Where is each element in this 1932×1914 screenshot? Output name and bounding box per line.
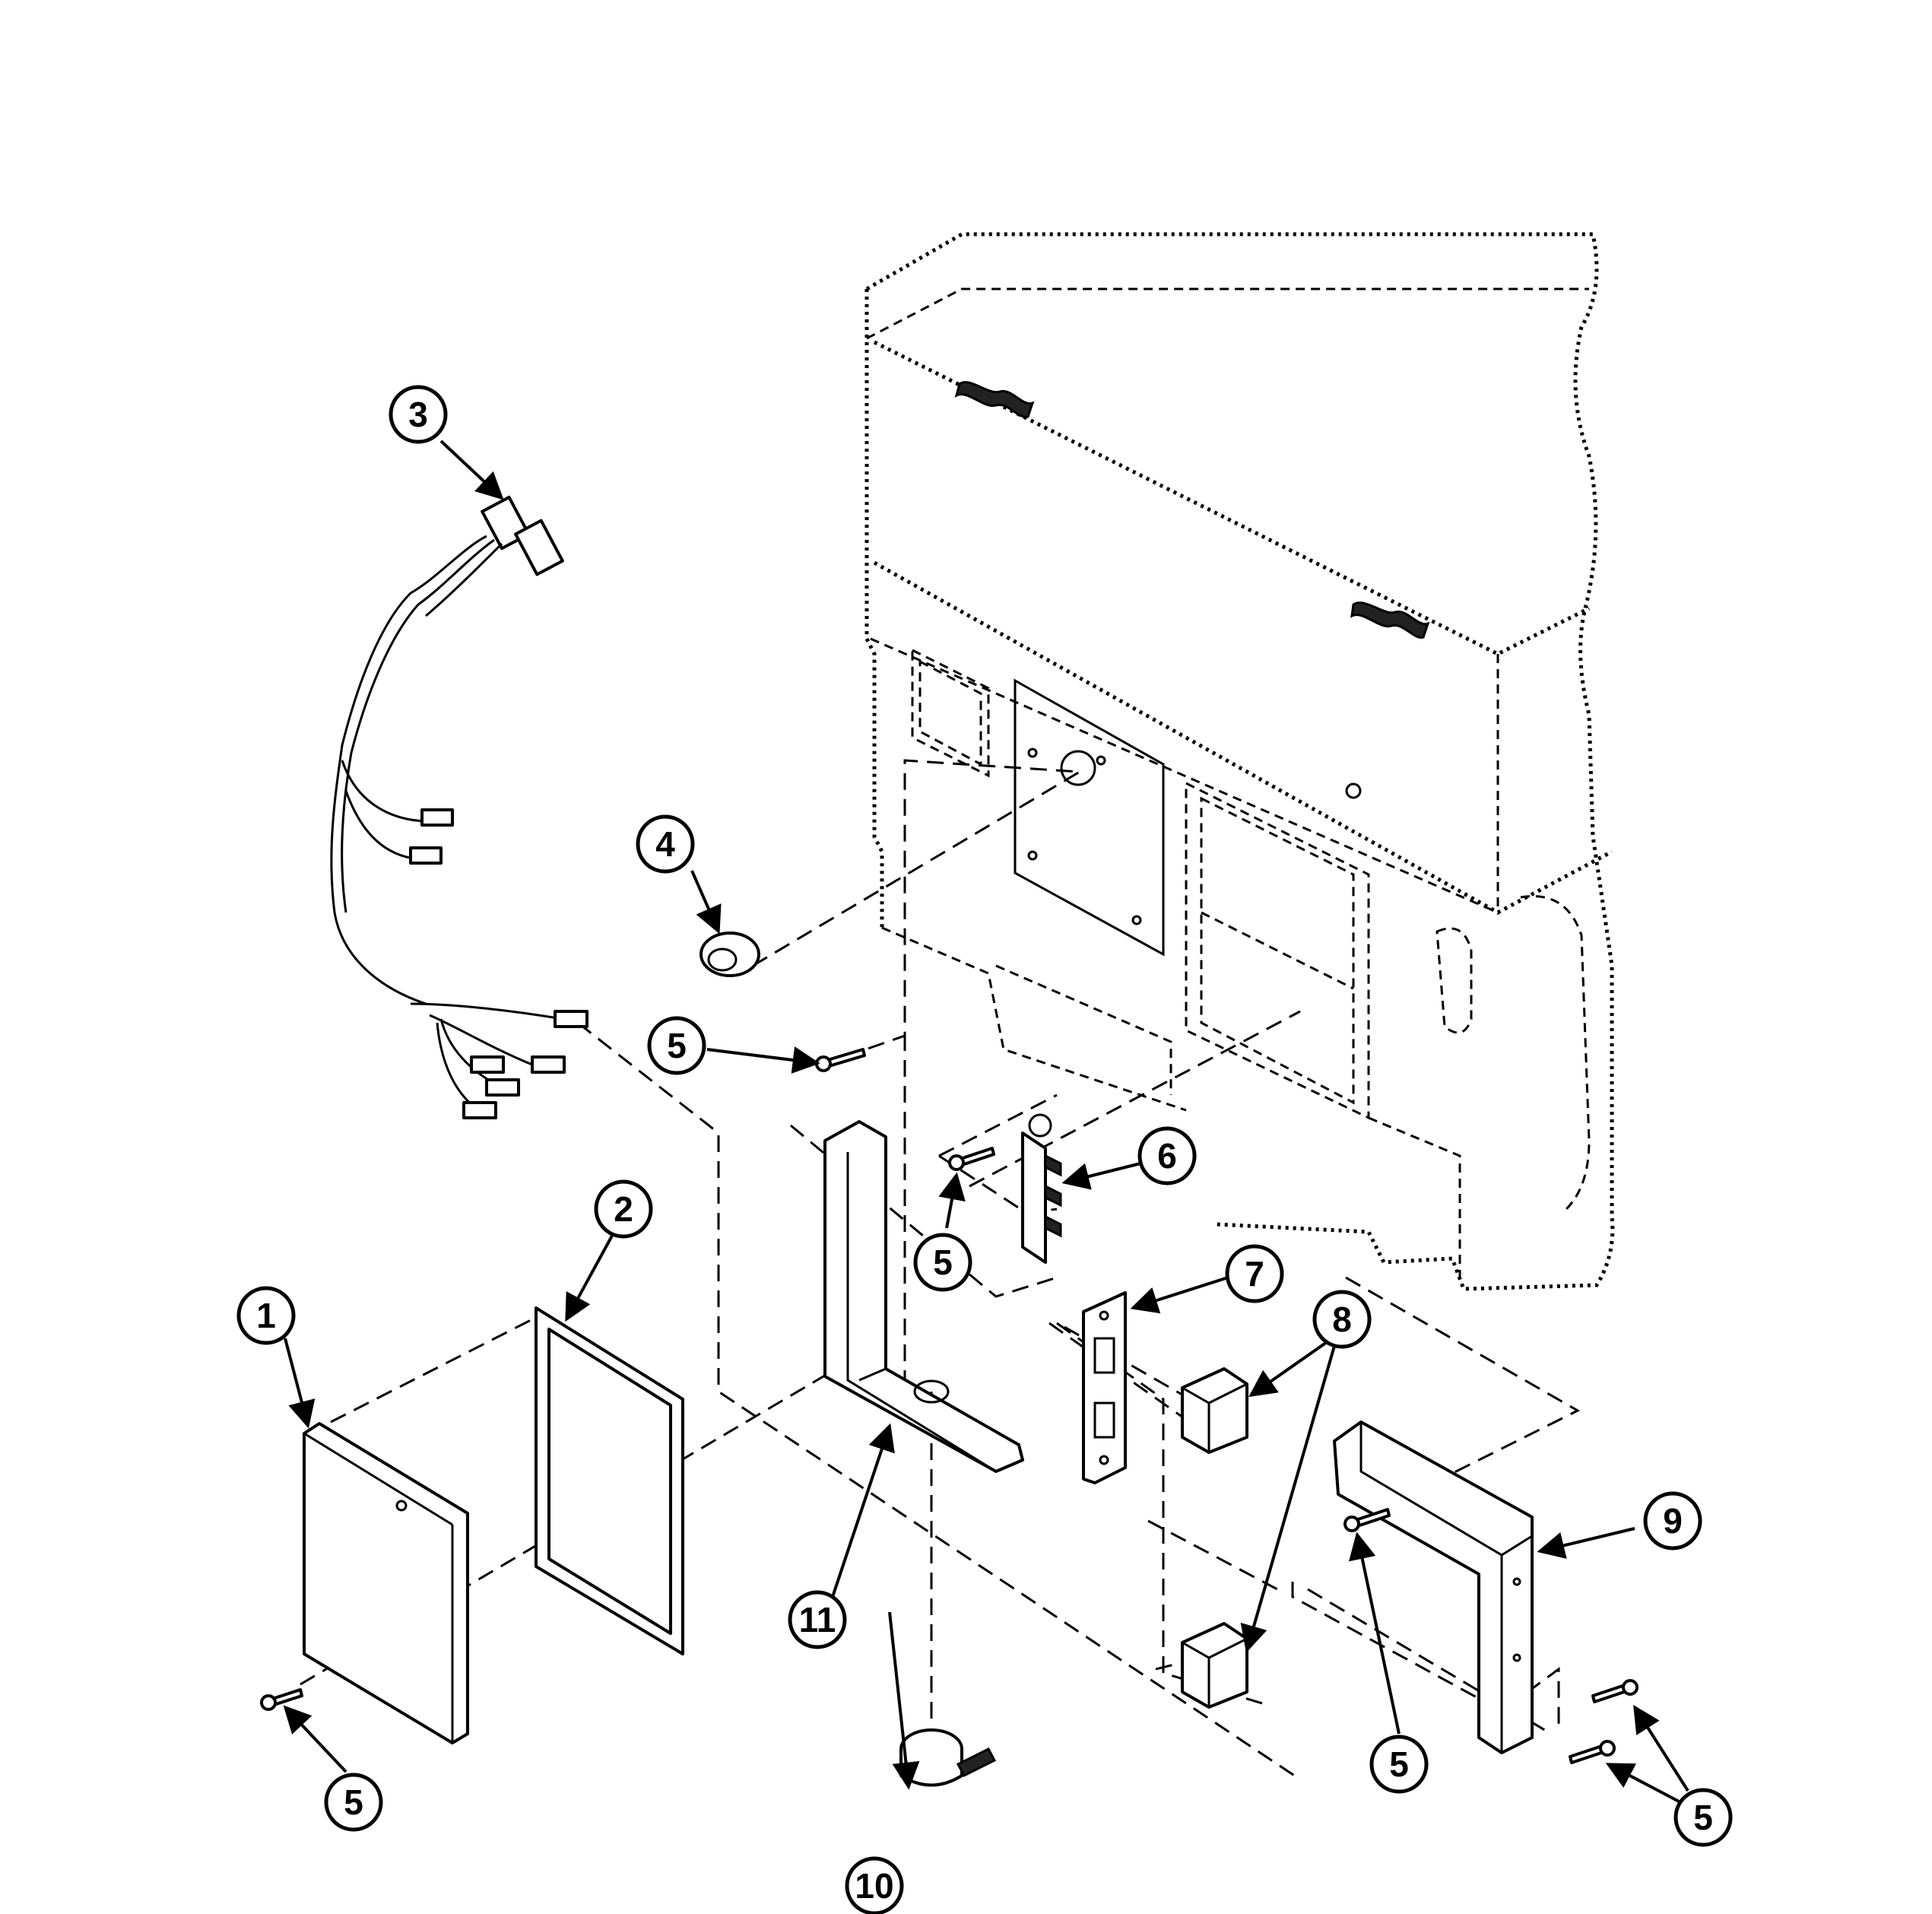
callout-5-middle: 5: [913, 1233, 972, 1292]
callout-4-label: 4: [655, 824, 675, 864]
part-8-relay-upper: [1181, 1367, 1248, 1454]
callout-1-label: 1: [256, 1296, 276, 1335]
callout-6: 6: [1137, 1126, 1197, 1186]
part-8-relay-lower: [1181, 1622, 1248, 1709]
callout-5-left-label: 5: [344, 1782, 363, 1822]
callout-8: 8: [1312, 1290, 1372, 1349]
part-7-mounting-plate: [1082, 1291, 1127, 1484]
callout-5-top: 5: [647, 1016, 706, 1075]
callout-8-label: 8: [1332, 1300, 1352, 1339]
callout-1: 1: [236, 1286, 296, 1345]
part-9-l-bracket: [1333, 1420, 1534, 1754]
part-10-thermostat: [899, 1728, 997, 1787]
part-4-bushing: [700, 932, 760, 977]
callout-3: 3: [389, 385, 448, 444]
part-2-gasket-frame: [535, 1306, 684, 1655]
part-1-cover-panel: [303, 1422, 469, 1744]
callout-5-right: 5: [1673, 1788, 1733, 1847]
callout-7-label: 7: [1245, 1254, 1264, 1293]
callout-5-left: 5: [324, 1773, 383, 1832]
callout-2: 2: [594, 1179, 653, 1239]
callout-3-label: 3: [408, 395, 428, 434]
callout-6-label: 6: [1157, 1136, 1177, 1176]
callout-10: 10: [845, 1856, 904, 1914]
cabinet-outline: [864, 232, 1615, 1291]
callout-5-bracket-label: 5: [1389, 1744, 1409, 1784]
part-6-terminal-block: [1021, 1113, 1062, 1264]
callout-4: 4: [636, 814, 695, 874]
part-11-channel-bracket: [823, 1120, 1024, 1473]
callout-5-middle-label: 5: [933, 1243, 953, 1282]
callout-10-label: 10: [855, 1866, 893, 1906]
callout-arrows: [283, 440, 1689, 1804]
callout-5-top-label: 5: [667, 1026, 687, 1065]
callout-11: 11: [788, 1590, 847, 1649]
callout-5-right-label: 5: [1693, 1798, 1713, 1837]
callout-11-label: 11: [799, 1600, 836, 1639]
callout-7: 7: [1225, 1244, 1284, 1303]
part-3-wire-harness: [330, 495, 588, 1119]
callout-5-bracket: 5: [1369, 1735, 1429, 1794]
callout-9-label: 9: [1663, 1501, 1683, 1541]
callout-2-label: 2: [614, 1189, 633, 1229]
callout-9: 9: [1643, 1491, 1702, 1551]
